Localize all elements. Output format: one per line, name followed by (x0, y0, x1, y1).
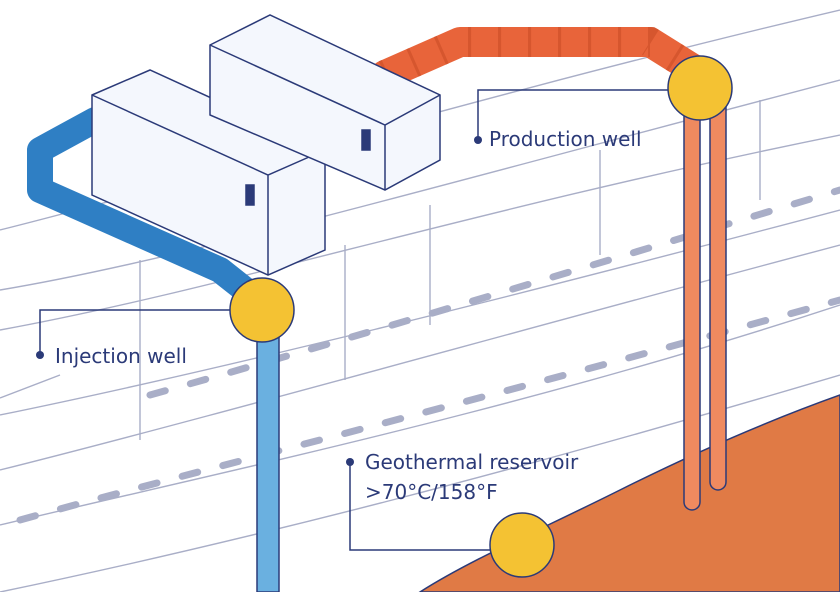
geothermal-reservoir-label: Geothermal reservoir (365, 450, 579, 474)
production-well-label: Production well (489, 127, 642, 151)
injection-highlight-circle (229, 277, 295, 343)
highlights (229, 55, 733, 578)
injection-pipe (27, 107, 280, 592)
injection-well-label: Injection well (55, 344, 187, 368)
production-highlight-circle (667, 55, 733, 121)
leader-dots (36, 136, 482, 466)
reservoir-highlight-circle (489, 512, 555, 578)
production-pipe (370, 27, 727, 511)
climeon-units (91, 14, 441, 276)
leader-lines (39, 89, 668, 551)
reservoir-temperature-label: >70°C/158°F (365, 480, 498, 504)
